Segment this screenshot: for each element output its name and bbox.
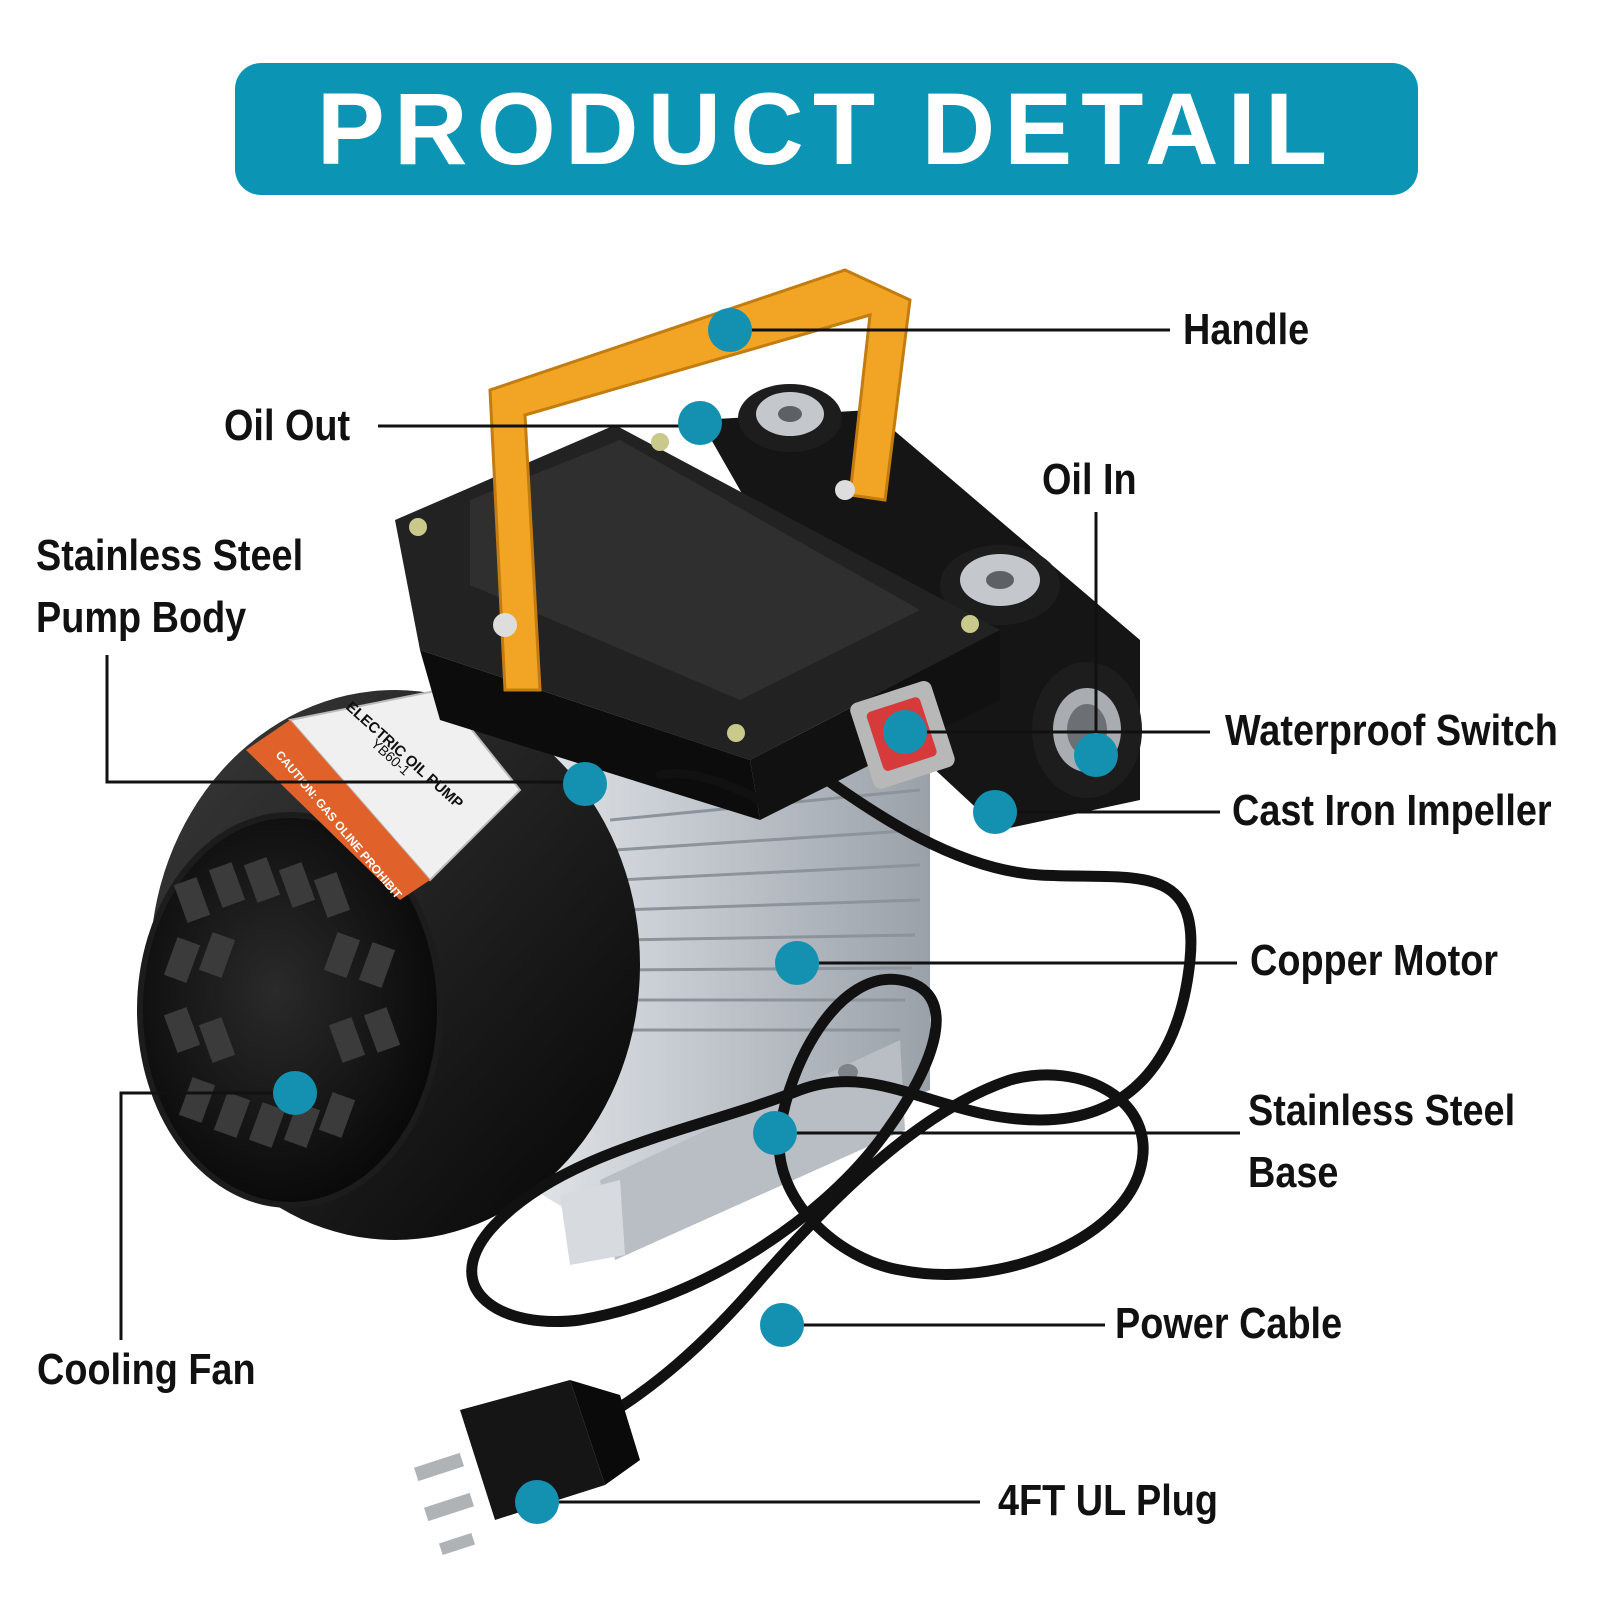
- label-cooling-fan: Cooling Fan: [37, 1345, 256, 1394]
- label-pump-body-line-1: Stainless Steel: [36, 531, 304, 580]
- power-cable: [466, 754, 1197, 1426]
- label-pump-body-line-2: Pump Body: [36, 593, 247, 642]
- label-base-line-2: Base: [1248, 1148, 1339, 1197]
- label-pump-body: Stainless Steel Pump Body: [36, 525, 303, 649]
- marker-handle: [708, 308, 752, 352]
- marker-power-cable: [760, 1303, 804, 1347]
- label-oil-in: Oil In: [1042, 455, 1137, 504]
- marker-base: [753, 1111, 797, 1155]
- marker-cast-iron-impeller: [973, 790, 1017, 834]
- marker-oil-out: [678, 401, 722, 445]
- marker-copper-motor: [775, 941, 819, 985]
- label-base: Stainless Steel Base: [1248, 1080, 1515, 1204]
- label-oil-out: Oil Out: [224, 401, 351, 450]
- plug: [414, 1380, 640, 1555]
- label-plug: 4FT UL Plug: [998, 1476, 1219, 1525]
- handle: [488, 268, 912, 692]
- motor-end-cap: [137, 690, 640, 1240]
- label-copper-motor: Copper Motor: [1250, 936, 1499, 985]
- label-handle: Handle: [1183, 305, 1310, 354]
- banner-title: PRODUCT DETAIL: [316, 72, 1337, 186]
- marker-cooling-fan: [273, 1071, 317, 1115]
- leader-lines: [105, 328, 1240, 1504]
- label-power-cable: Power Cable: [1115, 1299, 1343, 1348]
- callout-markers: [273, 308, 1118, 1524]
- marker-pump-body: [563, 762, 607, 806]
- label-cast-iron-impeller: Cast Iron Impeller: [1232, 786, 1552, 835]
- label-waterproof-switch: Waterproof Switch: [1225, 706, 1558, 755]
- marker-waterproof-switch: [883, 710, 927, 754]
- marker-plug: [515, 1480, 559, 1524]
- label-base-line-1: Stainless Steel: [1248, 1086, 1516, 1135]
- title-banner: PRODUCT DETAIL: [235, 63, 1418, 195]
- marker-oil-in: [1074, 733, 1118, 777]
